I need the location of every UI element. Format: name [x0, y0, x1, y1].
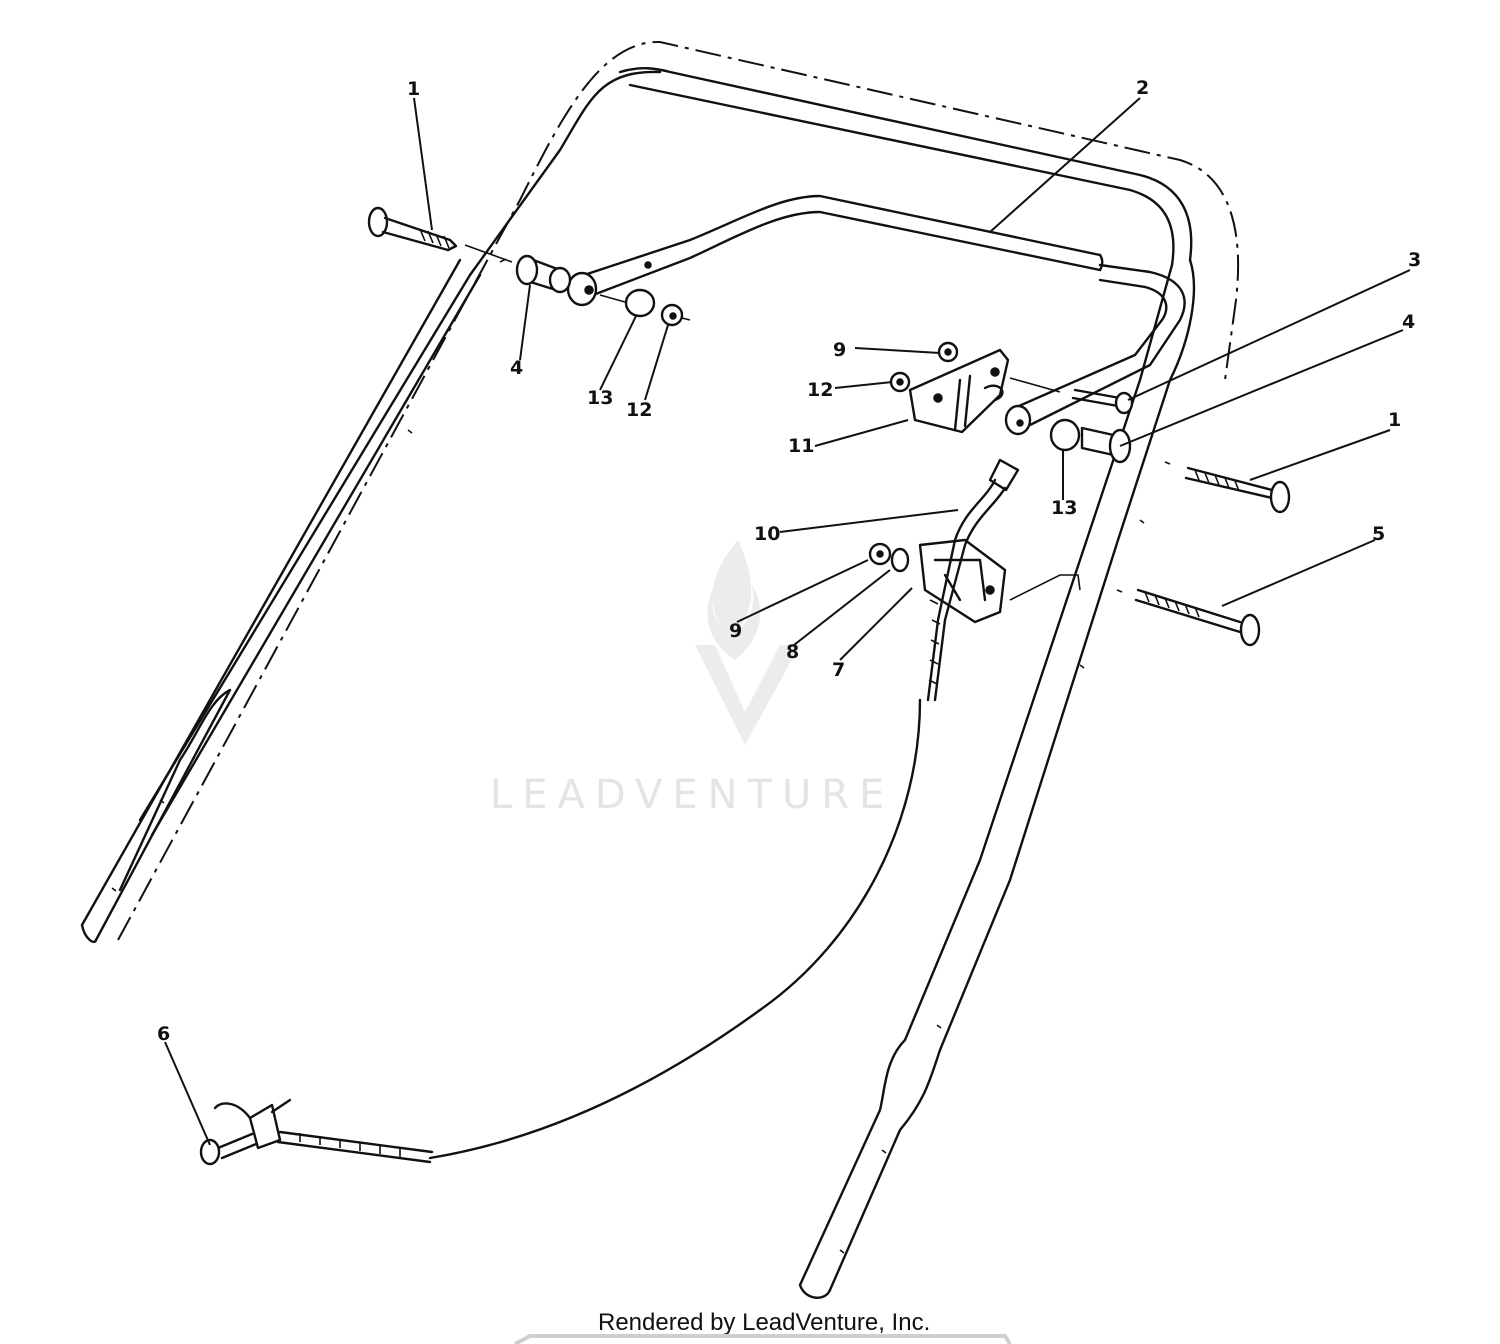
- screw-right: [1071, 388, 1134, 415]
- callout-12-left: 12: [626, 399, 652, 421]
- callout-13-left: 13: [587, 387, 613, 409]
- callouts: 1 2 3 4 1 5 6 7 8 9 9 10 11 12 12 4 13 1…: [157, 77, 1421, 1045]
- callout-6: 6: [157, 1023, 170, 1045]
- footer: Rendered by LeadVenture, Inc.: [510, 1309, 1012, 1344]
- callout-2: 2: [1136, 77, 1149, 99]
- callout-1-right: 1: [1388, 409, 1401, 431]
- upper-handle: [80, 67, 1196, 1299]
- footer-ghost-strip: [514, 1334, 1012, 1344]
- callout-4-right: 4: [1402, 311, 1415, 333]
- callout-13-right: 13: [1051, 497, 1077, 519]
- spacer-nut-left: [599, 288, 691, 327]
- lower-handle-outline: [117, 40, 1240, 941]
- bushing-left: [499, 254, 572, 294]
- watermark: LEADVENTURE: [490, 540, 894, 818]
- mounting-bracket: [889, 341, 1061, 434]
- callout-4-left: 4: [510, 357, 523, 379]
- callout-11: 11: [788, 435, 814, 457]
- callout-1-left: 1: [407, 78, 420, 100]
- carriage-bolt-left: [367, 206, 513, 263]
- callout-12-right: 12: [807, 379, 833, 401]
- leader-lines: [164, 97, 1411, 1146]
- callout-10: 10: [754, 523, 780, 545]
- carriage-bolt-long: [1116, 588, 1261, 647]
- watermark-text: LEADVENTURE: [490, 772, 894, 818]
- callout-9-upper: 9: [833, 339, 846, 361]
- cable-end-fitting: [199, 1098, 434, 1166]
- footer-ghost-mask: [510, 1334, 1010, 1344]
- render-credit: Rendered by LeadVenture, Inc.: [598, 1309, 930, 1336]
- callout-7: 7: [832, 659, 845, 681]
- callout-3: 3: [1408, 249, 1421, 271]
- control-cable: [428, 458, 1020, 1160]
- callout-9-lower: 9: [729, 620, 742, 642]
- control-bail: [566, 194, 1186, 436]
- cable-control-housing: [868, 538, 1081, 624]
- callout-8: 8: [786, 641, 799, 663]
- carriage-bolt-right: [1164, 461, 1291, 514]
- callout-5: 5: [1372, 523, 1385, 545]
- hardware: [199, 206, 1291, 1166]
- watermark-logo: [695, 540, 800, 745]
